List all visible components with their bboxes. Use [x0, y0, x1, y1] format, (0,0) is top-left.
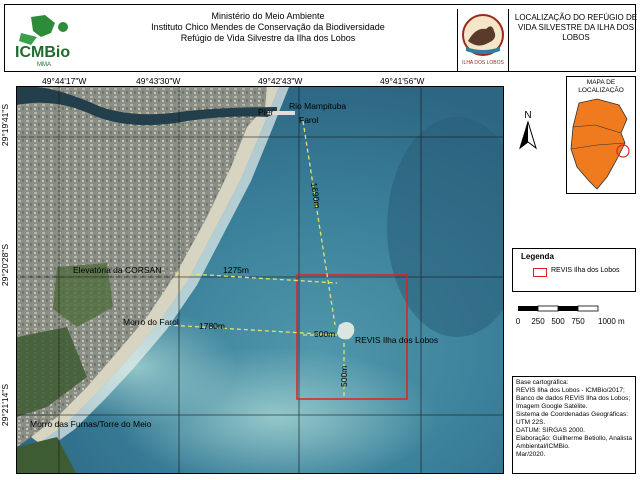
svg-text:1000 m: 1000 m — [598, 317, 625, 326]
source-line: UTM 22S. — [516, 419, 546, 426]
label-farol: Farol — [299, 115, 318, 125]
longitude-label: 49°44'17"W — [42, 76, 87, 86]
svg-text:N: N — [524, 110, 531, 121]
longitude-label: 49°41'56"W — [380, 76, 425, 86]
label-dist-1780: 1780m — [199, 321, 225, 331]
source-line: DATUM: SIRGAS 2000. — [516, 427, 585, 434]
state-map — [570, 98, 628, 190]
source-line: Imagem Google Satélite. — [516, 403, 588, 410]
label-dist-1275: 1275m — [223, 265, 249, 275]
ilha-dos-lobos[interactable] — [337, 322, 355, 340]
institute-name: Instituto Chico Mendes de Conservação da… — [151, 22, 385, 32]
organization-header: Ministério do Meio Ambiente Instituto Ch… — [85, 11, 451, 44]
ministry-name: Ministério do Meio Ambiente — [211, 11, 325, 21]
revis-boundary[interactable] — [296, 274, 408, 400]
refuge-name: Refúgio de Vida Silvestre da Ilha dos Lo… — [180, 33, 356, 43]
refugio-logo: ILHA DOS LOBOS — [457, 9, 509, 71]
label-revis: REVIS Ilha dos Lobos — [355, 335, 438, 345]
longitude-label: 49°42'43"W — [258, 76, 303, 86]
pier — [267, 111, 295, 115]
svg-text:750: 750 — [571, 317, 585, 326]
label-dist-500-horizontal: 500m — [314, 329, 335, 339]
source-line: Banco de dados REVIS Ilha dos Lobos; — [516, 395, 631, 402]
source-line: Sistema de Coordenadas Geográficas: — [516, 411, 629, 418]
latitude-label: 29°19'41"S — [0, 104, 10, 147]
svg-text:ICMBio: ICMBio — [15, 44, 70, 61]
legend-label-revis: REVIS Ilha dos Lobos — [551, 267, 620, 274]
location-marker — [616, 144, 630, 158]
location-map: MAPA DE LOCALIZAÇÃO — [566, 76, 636, 194]
longitude-label: 49°43'30"W — [136, 76, 181, 86]
label-pier: Píer — [258, 107, 274, 117]
source-line: Elaboração: Guilherme Betiollo, Analista — [516, 435, 632, 442]
label-morro-do-farol: Morro do Farol — [123, 317, 179, 327]
latitude-label: 29°20'28"S — [0, 244, 10, 287]
label-elevatoria: Elevatória da CORSAN — [73, 265, 161, 275]
source-line: REVIS Ilha dos Lobos - ICMBio/2017; — [516, 387, 625, 394]
source-line: Ambiental/ICMBio. — [516, 443, 570, 450]
svg-text:500: 500 — [551, 317, 565, 326]
label-dist-500-vertical: 500m — [339, 366, 349, 387]
beach — [31, 87, 279, 443]
city-land — [17, 87, 267, 447]
map-title: LOCALIZAÇÃO DO REFÚGIO DE VIDA SILVESTRE… — [514, 13, 638, 42]
location-map-title: MAPA DE LOCALIZAÇÃO — [578, 79, 624, 94]
distance-lines — [166, 120, 345, 399]
north-arrow: N — [514, 108, 542, 154]
satellite-map[interactable]: Píer Rio Mampituba Farol Elevatória da C… — [16, 86, 504, 474]
coordinate-grid — [17, 87, 503, 473]
legend-title: Legenda — [521, 252, 554, 261]
scale-bar: 0 250 500 750 1000 m — [512, 304, 636, 334]
source-line: Base cartográfica: — [516, 379, 569, 386]
header: ICMBio MMA Ministério do Meio Ambiente I… — [4, 4, 638, 72]
label-rio-mampituba: Rio Mampituba — [289, 101, 346, 111]
latitude-label: 29°21'14"S — [0, 384, 10, 427]
svg-text:MMA: MMA — [37, 62, 51, 68]
svg-text:0: 0 — [516, 317, 521, 326]
svg-text:ILHA DOS LOBOS: ILHA DOS LOBOS — [462, 60, 504, 66]
legend: Legenda REVIS Ilha dos Lobos — [512, 248, 636, 292]
legend-swatch-revis — [533, 268, 547, 277]
svg-text:250: 250 — [531, 317, 545, 326]
source-notes: Base cartográfica: REVIS Ilha dos Lobos … — [512, 376, 636, 474]
label-morro-das-furnas: Morro das Furnas/Torre do Meio — [30, 419, 152, 429]
label-dist-1690: 1690m — [309, 182, 323, 209]
river-mampituba — [17, 87, 277, 126]
icmbio-logo: ICMBio MMA — [11, 11, 81, 69]
source-line: Mar/2020. — [516, 451, 546, 458]
